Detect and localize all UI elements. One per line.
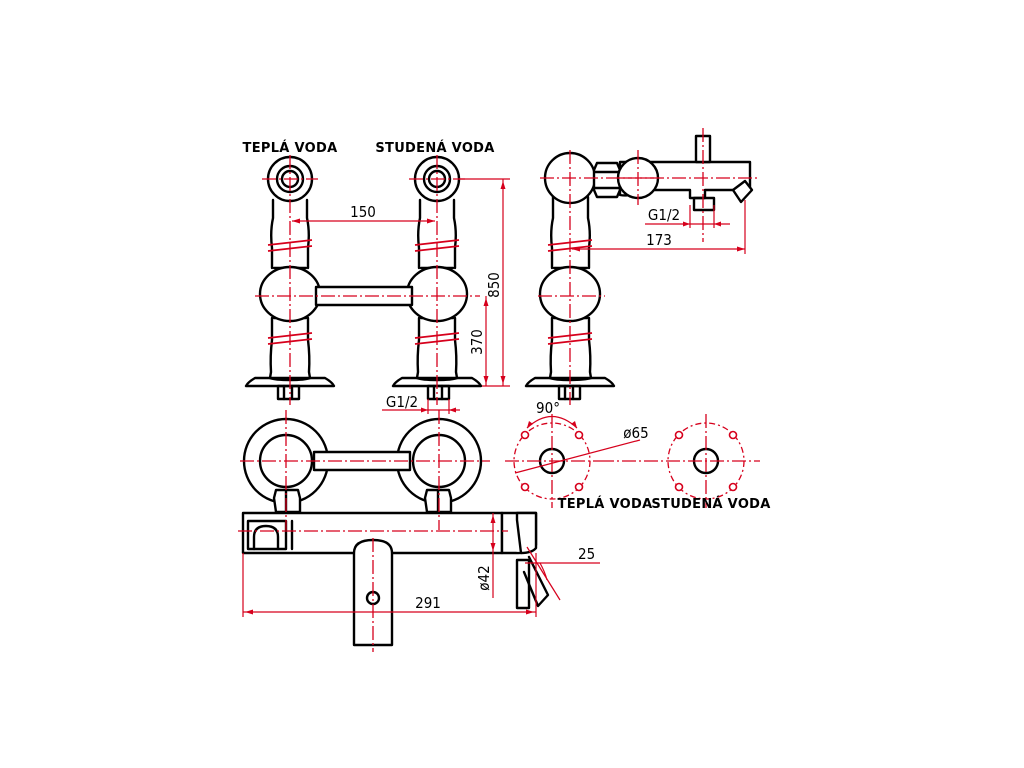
plan-view: ø42 291 25 xyxy=(238,410,600,652)
label-cold-water-plan: STUDENÁ VODA xyxy=(651,496,770,512)
dim-thread-front: G1/2 xyxy=(386,393,418,411)
side-view: G1/2 173 xyxy=(524,128,760,405)
dim-flange-diameter: ø65 xyxy=(623,424,648,442)
dim-spout-reach-side: 173 xyxy=(646,231,672,249)
dim-center-distance: 150 xyxy=(350,203,376,221)
dim-thread-side: G1/2 xyxy=(648,206,680,224)
label-cold-water: STUDENÁ VODA xyxy=(375,140,494,156)
label-hot-water-plan: TEPLÁ VODA xyxy=(558,496,653,512)
dim-total-height: 850 xyxy=(485,272,503,298)
dim-spout-offset: 25 xyxy=(578,545,595,563)
dim-body-diameter: ø42 xyxy=(475,565,493,590)
dim-angle: 90° xyxy=(536,399,560,417)
flange-details: 90° ø65 TEPLÁ VODA STUDENÁ VODA xyxy=(505,399,770,512)
dim-lower-height: 370 xyxy=(468,329,486,355)
dim-body-length: 291 xyxy=(415,594,441,612)
label-hot-water: TEPLÁ VODA xyxy=(243,140,338,156)
front-view: 150 850 370 G1/2 TEPLÁ VODA STUDENÁ VODA xyxy=(243,140,510,414)
